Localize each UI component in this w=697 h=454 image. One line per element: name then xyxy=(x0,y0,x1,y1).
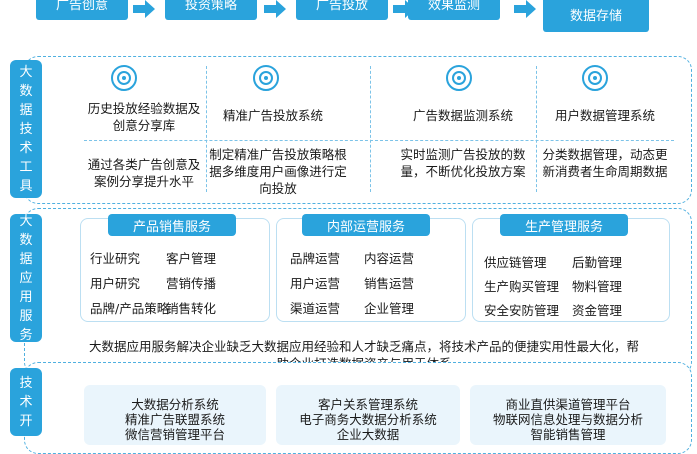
service-item: 内容运营 xyxy=(364,251,415,266)
divider xyxy=(370,66,371,192)
service-item: 用户研究 xyxy=(90,276,141,291)
service-item: 客户管理 xyxy=(166,251,217,266)
divider xyxy=(536,66,537,192)
arrow-right-icon xyxy=(133,0,155,18)
divider xyxy=(206,66,207,192)
camera-lens-icon xyxy=(446,65,472,91)
service-item: 安全安防管理 xyxy=(484,303,560,318)
tech-card: 客户关系管理系统 电子商务大数据分析系统 企业大数据 xyxy=(276,385,460,445)
camera-lens-icon xyxy=(582,65,608,91)
arrow-right-icon xyxy=(264,0,286,18)
service-item: 供应链管理 xyxy=(484,255,547,270)
service-item: 用户运营 xyxy=(290,276,341,291)
service-item: 企业管理 xyxy=(364,301,415,316)
camera-lens-icon xyxy=(253,65,279,91)
service-item: 行业研究 xyxy=(90,251,141,266)
tech-card: 大数据分析系统 精准广告联盟系统 微信营销管理平台 xyxy=(84,385,266,445)
tool-title: 广告数据监测系统 xyxy=(412,108,513,123)
divider xyxy=(84,140,674,141)
service-item: 资金管理 xyxy=(572,303,623,318)
camera-lens-icon xyxy=(111,65,137,91)
tech-card: 商业直供渠道管理平台 物联网信息处理与数据分析 智能销售管理 xyxy=(470,385,666,445)
tool-desc: 通过各类广告创意及案例分享提升水平 xyxy=(87,157,201,189)
tool-title: 精准广告投放系统 xyxy=(222,108,323,123)
flow-step-3: 广告投放 xyxy=(296,0,388,20)
flow-step-5: 数据存储 xyxy=(543,0,649,32)
tool-title: 用户数据管理系统 xyxy=(554,108,655,123)
service-item: 销售运营 xyxy=(364,276,415,291)
tools-side-label: 大数据技术工具 xyxy=(10,60,42,198)
tech-side-label: 技术开 xyxy=(10,368,42,436)
flow-step-2: 投资策略 xyxy=(165,0,257,20)
service-item: 品牌/产品策略 xyxy=(90,301,170,316)
service-card-title: 内部运营服务 xyxy=(302,214,430,236)
service-item: 销售转化 xyxy=(166,301,217,316)
arrow-right-icon xyxy=(514,0,536,18)
service-item: 营销传播 xyxy=(166,276,217,291)
flow-step-4: 效果监测 xyxy=(408,0,500,20)
tool-desc: 实时监测广告投放的数量，不断优化投放方案 xyxy=(400,147,526,179)
tool-desc: 制定精准广告投放策略根据多维度用户画像进行定向投放 xyxy=(209,147,347,196)
tool-title: 历史投放经验数据及创意分享库 xyxy=(87,101,201,133)
flow-step-1: 广告创意 xyxy=(36,0,128,20)
tool-desc: 分类数据管理，动态更新消费者生命周期数据 xyxy=(542,147,668,179)
service-item: 后勤管理 xyxy=(572,255,623,270)
service-card-title: 产品销售服务 xyxy=(108,214,236,236)
service-item: 渠道运营 xyxy=(290,301,341,316)
service-card-title: 生产管理服务 xyxy=(500,214,628,236)
service-item: 品牌运营 xyxy=(290,251,341,266)
services-side-label: 大数据应用服务 xyxy=(10,214,42,343)
service-item: 生产购买管理 xyxy=(484,279,560,294)
service-item: 物料管理 xyxy=(572,279,623,294)
